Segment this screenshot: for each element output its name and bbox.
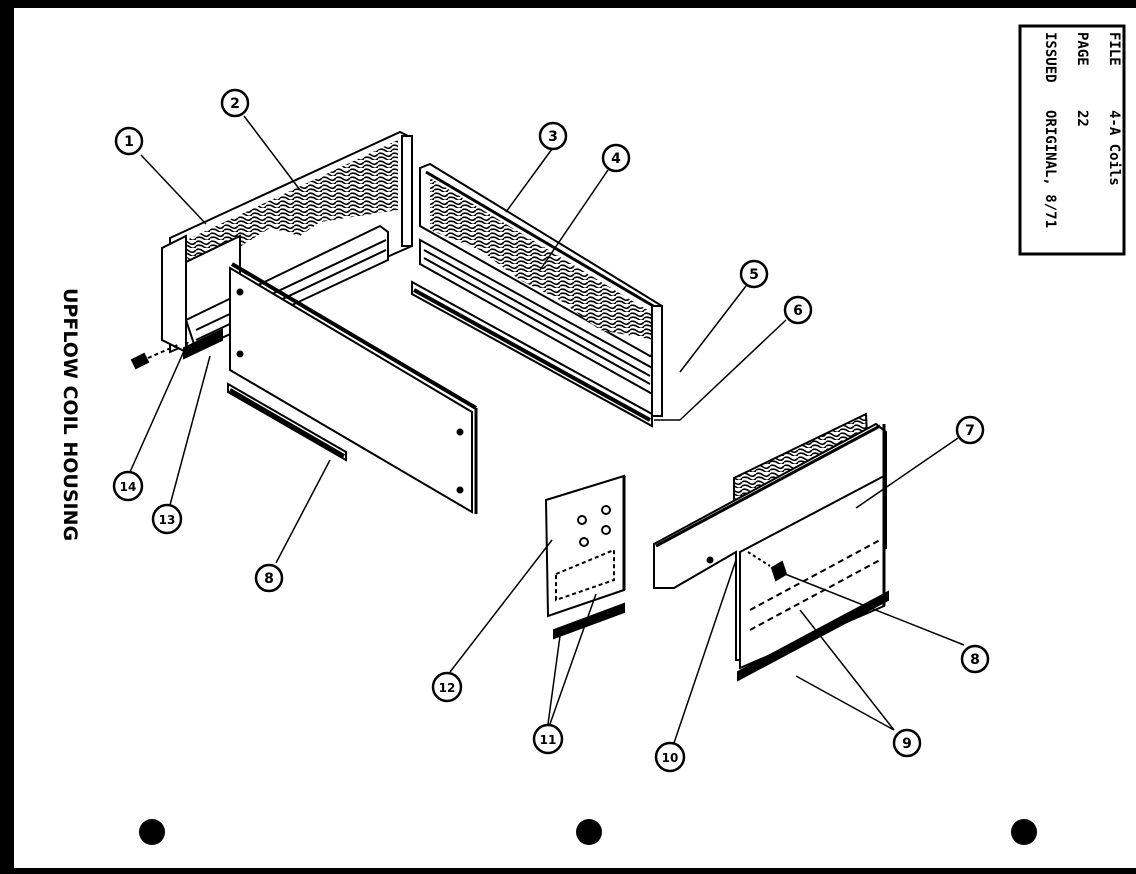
bracket-foot (553, 602, 625, 640)
bottom-rail (183, 328, 223, 360)
callout-10: 10 (654, 741, 686, 773)
file-label: FILE (1106, 32, 1122, 66)
callout-8-side-label: 8 (970, 652, 980, 668)
rear-end-post (651, 305, 663, 417)
callout-13: 13 (151, 503, 183, 535)
callout-8-front: 8 (254, 563, 284, 593)
binder-hole-right (1011, 819, 1037, 845)
callout-3-label: 3 (548, 129, 558, 145)
title-block: FILE 4-A Coils PAGE 22 ISSUED ORIGINAL, … (1018, 24, 1126, 256)
callout-10-label: 10 (662, 751, 679, 765)
callout-7-label: 7 (965, 423, 975, 439)
binder-hole-center (576, 819, 602, 845)
callout-9-label: 9 (902, 736, 912, 752)
callout-5: 5 (739, 259, 769, 289)
page-label: PAGE (1074, 32, 1090, 66)
callout-4: 4 (601, 143, 631, 173)
callout-11-label: 11 (540, 733, 557, 747)
front-panel-assembly (130, 262, 478, 514)
callout-8-side: 8 (960, 644, 990, 674)
rear-filter-media (430, 178, 654, 340)
callout-2-label: 2 (230, 96, 240, 112)
bracket-assembly (544, 474, 626, 640)
left-end-frame (161, 234, 187, 354)
callout-3: 3 (538, 121, 568, 151)
side-panel-assembly (653, 412, 889, 682)
bracket-clip (555, 548, 615, 602)
paper-background (14, 8, 1136, 868)
callout-14: 14 (112, 470, 144, 502)
diagram-title: UPFLOW COIL HOUSING (59, 288, 81, 541)
callout-1-label: 1 (124, 134, 134, 150)
callout-13-label: 13 (159, 513, 176, 527)
binder-holes (139, 819, 1037, 845)
callout-2: 2 (220, 88, 250, 118)
callout-9: 9 (892, 728, 922, 758)
callout-5-label: 5 (749, 267, 759, 283)
binder-hole-left (139, 819, 165, 845)
wall-post (401, 135, 413, 247)
callout-1: 1 (114, 126, 144, 156)
callout-6: 6 (783, 295, 813, 325)
issued-label: ISSUED (1042, 32, 1058, 83)
callout-11: 11 (532, 723, 564, 755)
side-bottom-channel (737, 590, 889, 682)
page-value: 22 (1074, 110, 1090, 127)
file-value: 4-A Coils (1106, 110, 1122, 186)
callout-8-front-label: 8 (264, 571, 274, 587)
screw (130, 352, 150, 370)
callout-14-label: 14 (120, 480, 137, 494)
callout-6-label: 6 (793, 303, 803, 319)
filter-media (178, 140, 398, 262)
callout-4-label: 4 (611, 151, 621, 167)
front-panel (229, 266, 473, 514)
rear-filter-assembly (411, 162, 663, 428)
issued-value: ORIGINAL, 8/71 (1042, 110, 1058, 228)
callouts: 1 2 3 4 5 6 7 8 (112, 88, 990, 773)
callout-12-label: 12 (439, 681, 456, 695)
callout-12: 12 (431, 671, 463, 703)
leader-lines (129, 115, 965, 744)
callout-7: 7 (955, 415, 985, 445)
